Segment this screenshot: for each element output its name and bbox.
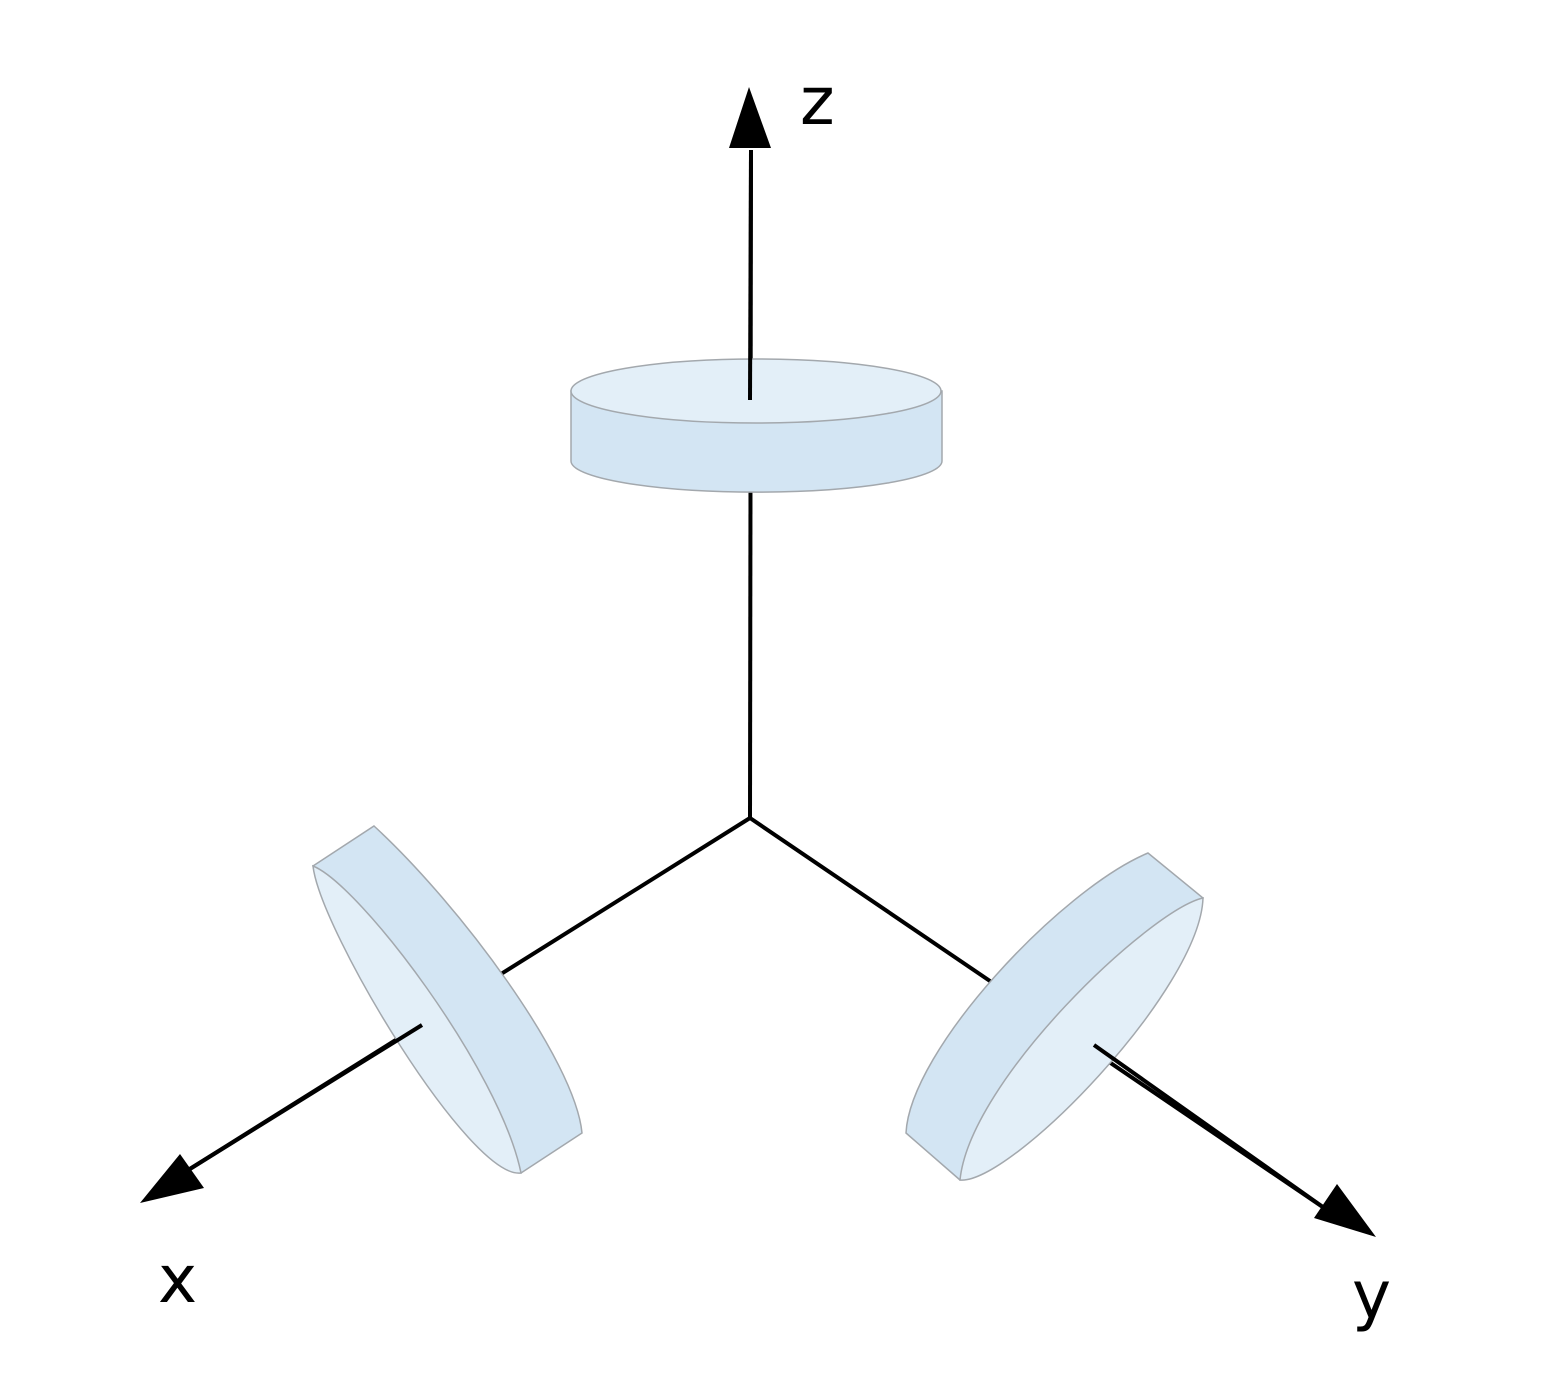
y-axis-outer-segment (1092, 1043, 1332, 1214)
x-disk-face (312, 864, 522, 1174)
y-axis-label: y (1352, 1257, 1391, 1334)
y-arrowhead (1314, 1184, 1376, 1237)
x-axis-disk (312, 825, 583, 1174)
x-axis-outer-segment (183, 1023, 424, 1174)
z-disk-face (570, 358, 942, 424)
x-disk-side (312, 825, 583, 1174)
z-axis-disk (570, 358, 943, 493)
x-axis-label: x (158, 1241, 197, 1318)
y-disk-side (905, 852, 1204, 1181)
z-axis-through-disk (748, 149, 753, 401)
y-disk-face (959, 897, 1204, 1181)
x-arrowhead (140, 1154, 204, 1203)
z-axis-label: z (800, 63, 835, 140)
y-axis-disk (905, 852, 1204, 1181)
z-arrowhead (729, 87, 771, 148)
